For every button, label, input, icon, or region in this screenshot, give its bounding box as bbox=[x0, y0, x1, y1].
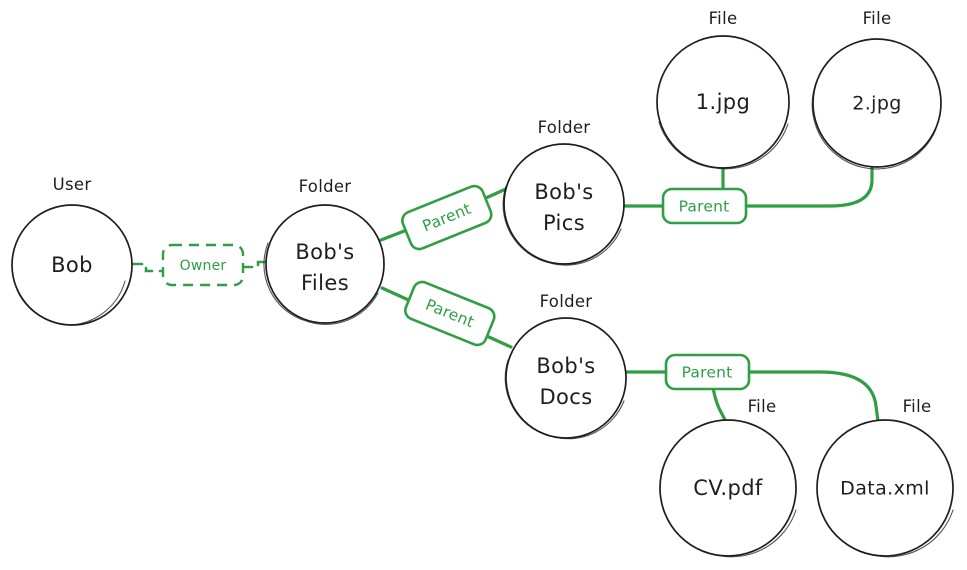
edge-label-owner-box bbox=[161, 243, 245, 287]
node-dataxml[interactable]: File Data.xml bbox=[816, 397, 954, 558]
node-bobs-files[interactable]: Folder Bob's Files bbox=[263, 177, 385, 325]
node-bobs-docs-circle bbox=[505, 317, 627, 439]
edge-label-parent-pics[interactable]: Parent bbox=[400, 183, 494, 251]
edge-owner[interactable] bbox=[131, 260, 268, 273]
node-bobs-docs-label-line2: Docs bbox=[539, 385, 592, 409]
node-bobs-pics-circle bbox=[503, 143, 625, 265]
node-2jpg-sketch-stroke bbox=[811, 82, 937, 170]
node-dataxml-circle bbox=[816, 419, 954, 557]
edge-label-parent-files-text: Parent bbox=[682, 364, 733, 382]
edge-label-parent-jpgs[interactable]: Parent bbox=[661, 187, 748, 225]
node-cvpdf-type: File bbox=[748, 397, 777, 416]
node-1jpg-type: File bbox=[709, 9, 738, 28]
node-bobs-pics[interactable]: Folder Bob's Pics bbox=[502, 118, 625, 266]
edge-label-parent-docs[interactable]: Parent bbox=[403, 279, 497, 347]
edge-owner-line-right bbox=[241, 260, 268, 269]
edge-label-parent-jpgs-text: Parent bbox=[679, 198, 730, 216]
node-bobs-files-label-line1: Bob's bbox=[295, 240, 354, 264]
node-bobs-docs[interactable]: Folder Bob's Docs bbox=[504, 292, 627, 440]
node-bobs-files-sketch-stroke bbox=[263, 242, 379, 325]
edge-label-parent-files[interactable]: Parent bbox=[664, 353, 751, 391]
edge-label-parent-files-box bbox=[664, 353, 751, 391]
edge-parent-to-cvpdf bbox=[711, 386, 728, 424]
node-1jpg-circle bbox=[656, 35, 790, 169]
node-dataxml-sketch-stroke bbox=[819, 507, 954, 558]
node-bobs-files-label-line2: Files bbox=[301, 271, 349, 295]
edge-label-parent-pics-box bbox=[401, 184, 493, 251]
node-cvpdf[interactable]: File CV.pdf bbox=[659, 397, 797, 558]
node-bobs-pics-sketch-stroke bbox=[502, 185, 622, 266]
node-bob-sketch-stroke bbox=[16, 280, 126, 326]
edge-parent-jpgs[interactable] bbox=[622, 165, 874, 208]
node-bobs-pics-label-line2: Pics bbox=[543, 211, 585, 235]
node-1jpg-label: 1.jpg bbox=[696, 90, 751, 114]
edge-parent-to-dataxml bbox=[746, 370, 880, 423]
edge-label-parent-jpgs-box bbox=[661, 187, 748, 225]
node-bobs-docs-label-line1: Bob's bbox=[536, 354, 595, 378]
node-cvpdf-label: CV.pdf bbox=[693, 476, 763, 500]
node-bob-label: Bob bbox=[51, 253, 93, 277]
node-bobs-pics-type: Folder bbox=[538, 118, 591, 137]
edge-label-parent-docs-box bbox=[404, 280, 496, 347]
node-bob[interactable]: User Bob bbox=[11, 175, 133, 326]
node-bobs-docs-sketch-stroke bbox=[504, 359, 625, 440]
edge-parent-to-2jpg bbox=[743, 165, 874, 208]
node-cvpdf-sketch-stroke bbox=[662, 507, 797, 558]
edge-label-owner[interactable]: Owner bbox=[161, 243, 245, 287]
node-2jpg-label: 2.jpg bbox=[852, 93, 902, 115]
node-bobs-docs-type: Folder bbox=[540, 292, 593, 311]
edge-owner-line-left bbox=[131, 262, 165, 273]
edge-label-owner-text: Owner bbox=[180, 258, 227, 274]
node-1jpg[interactable]: File 1.jpg bbox=[656, 9, 790, 170]
node-dataxml-type: File bbox=[903, 397, 932, 416]
node-bobs-files-type: Folder bbox=[299, 177, 352, 196]
node-2jpg-circle bbox=[812, 38, 942, 168]
node-bobs-files-circle bbox=[265, 204, 385, 324]
node-bobs-pics-label-line1: Bob's bbox=[534, 180, 593, 204]
node-cvpdf-circle bbox=[659, 419, 797, 557]
node-2jpg[interactable]: File 2.jpg bbox=[811, 9, 942, 170]
node-bob-type: User bbox=[53, 175, 92, 194]
node-dataxml-label: Data.xml bbox=[840, 478, 930, 500]
node-1jpg-sketch-stroke bbox=[658, 121, 789, 170]
node-2jpg-type: File bbox=[863, 9, 892, 28]
edge-parent-files[interactable] bbox=[624, 370, 880, 424]
